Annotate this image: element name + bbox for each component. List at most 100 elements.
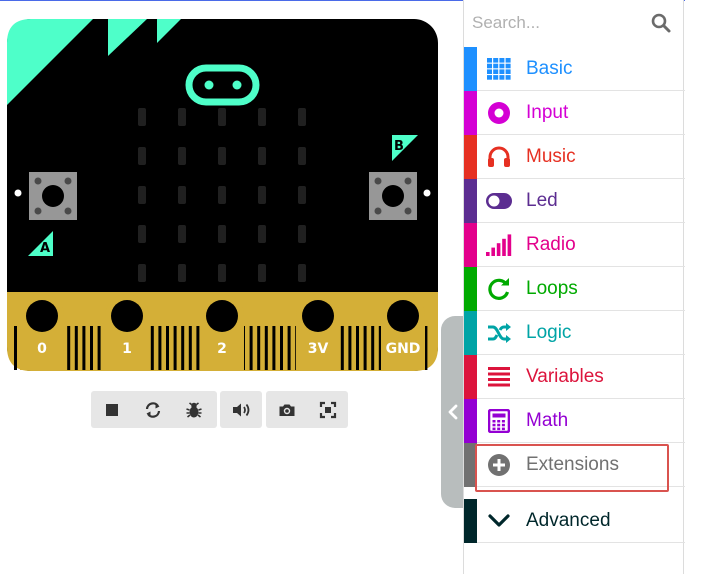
connector-finger [90, 326, 93, 370]
led [258, 147, 266, 165]
connector-finger [371, 326, 375, 370]
led [218, 186, 226, 204]
connector-finger [74, 326, 78, 370]
screenshot-icon [279, 404, 294, 416]
led [218, 264, 226, 282]
led [298, 225, 306, 243]
search-bar [464, 0, 685, 46]
category-color-stripe [464, 443, 477, 487]
category-led[interactable]: Led [464, 179, 685, 223]
connector-finger [356, 326, 359, 370]
category-label: Advanced [526, 510, 611, 531]
category-label: Logic [526, 322, 572, 343]
category-logic[interactable]: Logic [464, 311, 685, 355]
category-label: Music [526, 146, 576, 167]
debug-button[interactable] [173, 391, 214, 428]
category-radio[interactable]: Radio [464, 223, 685, 267]
signal-bars-icon [486, 233, 512, 257]
sim-toolbar-view [266, 391, 348, 428]
category-math[interactable]: Math [464, 399, 685, 443]
pin-label: GND [386, 341, 421, 357]
plus-circle-icon [486, 453, 512, 477]
connector-finger [249, 326, 253, 370]
led [138, 147, 146, 165]
corner-decoration [108, 19, 147, 56]
connector-finger [287, 326, 291, 370]
logo-eye [204, 80, 214, 90]
pin-1[interactable]: 1 [105, 294, 149, 370]
microbit-logo[interactable] [185, 64, 260, 106]
connector-finger [188, 326, 192, 370]
sim-toolbar-sound [220, 391, 262, 428]
category-advanced[interactable]: Advanced [464, 499, 685, 543]
led [298, 147, 306, 165]
button-b[interactable] [369, 172, 417, 220]
category-color-stripe [464, 91, 477, 135]
connector-finger [196, 326, 200, 370]
connector-finger [257, 326, 261, 370]
category-label: Variables [526, 366, 604, 387]
led [298, 108, 306, 126]
connector-finger [173, 326, 177, 370]
connector-finger [264, 326, 268, 370]
mute-button[interactable] [220, 391, 261, 428]
pin-3v[interactable]: 3V [296, 294, 340, 370]
connector-finger [158, 326, 162, 370]
connector-finger [97, 326, 101, 370]
pin-0[interactable]: 0 [20, 294, 64, 370]
connector-finger [424, 326, 428, 370]
debug-icon [185, 401, 202, 418]
connector-finger [181, 326, 185, 370]
pin-gnd[interactable]: GND [381, 294, 425, 370]
led [258, 108, 266, 126]
category-variables[interactable]: Variables [464, 355, 685, 399]
workspace-edge [685, 0, 708, 574]
logo-eye [232, 80, 242, 90]
led [298, 264, 306, 282]
category-color-stripe [464, 499, 477, 543]
connector-finger [378, 326, 382, 370]
led [218, 108, 226, 126]
search-input[interactable] [472, 8, 652, 38]
stop-icon [105, 403, 118, 416]
led [178, 186, 186, 204]
connector-finger [340, 326, 344, 370]
led [138, 225, 146, 243]
button-b-marker [392, 135, 418, 161]
search-icon[interactable] [650, 12, 672, 34]
fullscreen-icon [319, 401, 336, 418]
category-color-stripe [464, 179, 477, 223]
collapse-simulator-tab[interactable] [441, 316, 465, 508]
stop-button[interactable] [91, 391, 132, 428]
pin-label: 3V [308, 341, 329, 357]
button-a-label: A [40, 241, 50, 256]
category-extensions[interactable]: Extensions [464, 443, 685, 487]
category-label: Math [526, 410, 569, 431]
category-basic[interactable]: Basic [464, 47, 685, 91]
button-a[interactable] [29, 172, 77, 220]
led [258, 225, 266, 243]
category-loops[interactable]: Loops [464, 267, 685, 311]
button-a-hole [14, 189, 22, 197]
category-music[interactable]: Music [464, 135, 685, 179]
chevron-down-icon [486, 509, 512, 533]
button-b-hole [423, 189, 431, 197]
pin-label: 2 [217, 341, 227, 357]
led [138, 186, 146, 204]
restart-button[interactable] [132, 391, 173, 428]
fullscreen-button[interactable] [307, 391, 348, 428]
category-label: Loops [526, 278, 578, 299]
pin-2[interactable]: 2 [200, 294, 244, 370]
screenshot-button[interactable] [266, 391, 307, 428]
corner-decoration [157, 19, 181, 43]
connector-finger [272, 326, 276, 370]
connector-finger [14, 326, 17, 370]
shuffle-icon [486, 321, 512, 345]
led [258, 186, 266, 204]
category-label: Extensions [526, 454, 619, 475]
category-input[interactable]: Input [464, 91, 685, 135]
